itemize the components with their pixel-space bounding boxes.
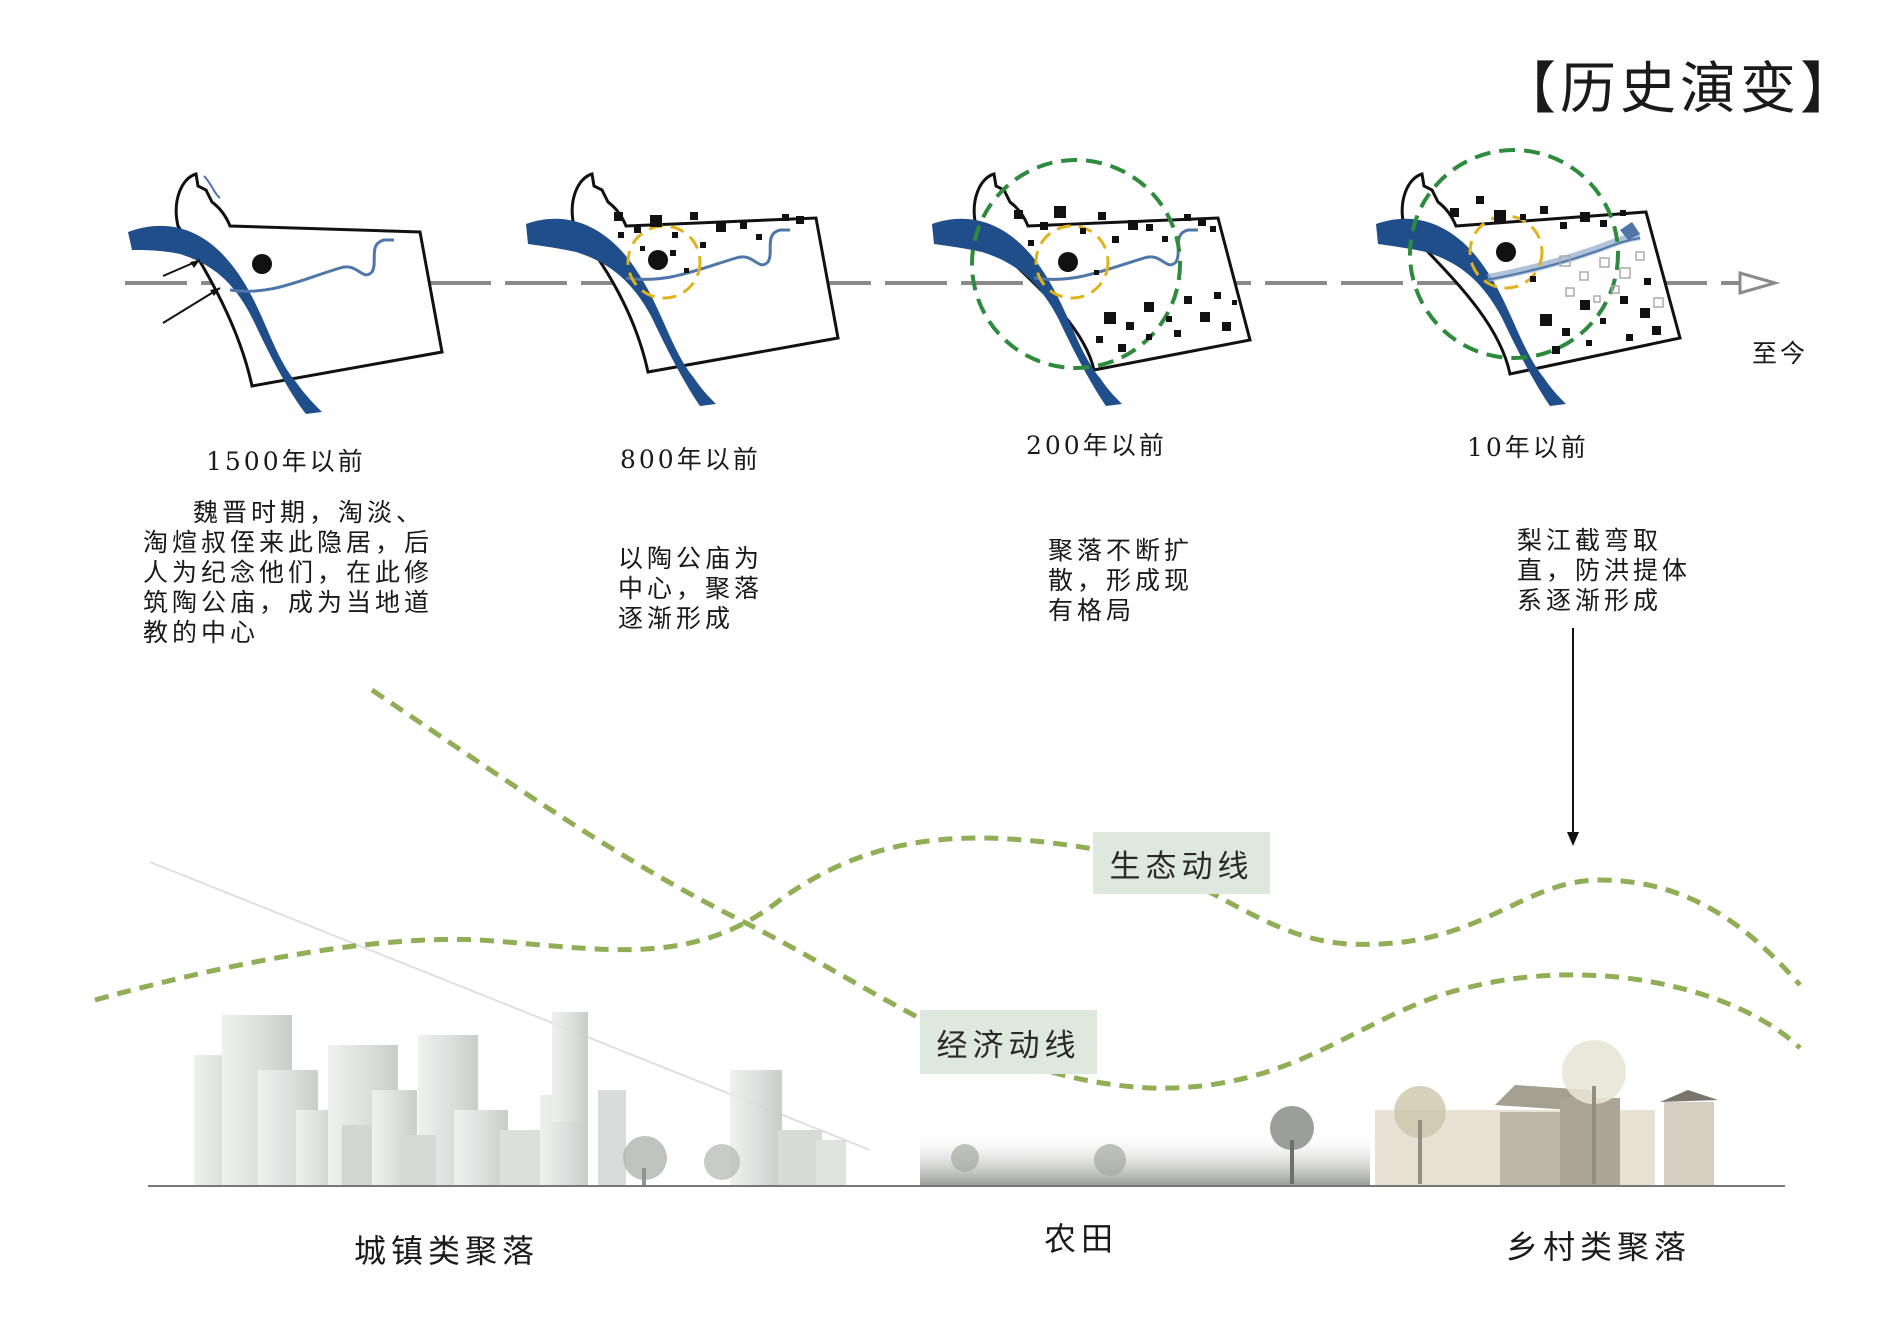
- map-stage-4: [1376, 148, 1682, 406]
- rural-zone-label: 乡村类聚落: [1506, 1228, 1692, 1266]
- urban-skyline: [194, 1012, 846, 1186]
- page-title: 【历史演变】: [1500, 57, 1860, 122]
- present-label: 至今: [1752, 339, 1809, 368]
- map-stage-3: [932, 158, 1252, 406]
- timeline-arrow-icon: [1738, 271, 1781, 295]
- map-stage-1: [128, 172, 444, 414]
- era-label-2: 800年以前: [620, 445, 761, 474]
- era-label-4: 10年以前: [1467, 433, 1589, 462]
- map-stage-2: [526, 172, 840, 406]
- stage-4-description: 梨江截弯取直，防洪提体系逐渐形成: [1517, 526, 1692, 615]
- down-arrow-head-icon: [1567, 832, 1579, 846]
- farmland-zone-label: 农田: [1044, 1220, 1119, 1258]
- ecology-flow-label: 生态动线: [1093, 832, 1270, 894]
- era-label-3: 200年以前: [1026, 431, 1167, 460]
- farmland-scenery: [920, 1106, 1370, 1185]
- stage-2-description: 以陶公庙为中心，聚落逐渐形成: [618, 544, 764, 633]
- ecology-flow-line: [370, 687, 1802, 1091]
- rural-village: [1375, 1040, 1718, 1185]
- stage-1-description: 魏晋时期，淘淡、淘煊叔侄来此隐居，后人为纪念他们，在此修筑陶公庙，成为当地道教的…: [143, 498, 434, 647]
- era-label-1: 1500年以前: [206, 447, 366, 476]
- economy-flow-line: [94, 835, 1802, 1003]
- stage-3-description: 聚落不断扩散，形成现有格局: [1048, 536, 1194, 625]
- urban-zone-label: 城镇类聚落: [354, 1232, 540, 1270]
- economy-flow-label: 经济动线: [920, 1010, 1097, 1074]
